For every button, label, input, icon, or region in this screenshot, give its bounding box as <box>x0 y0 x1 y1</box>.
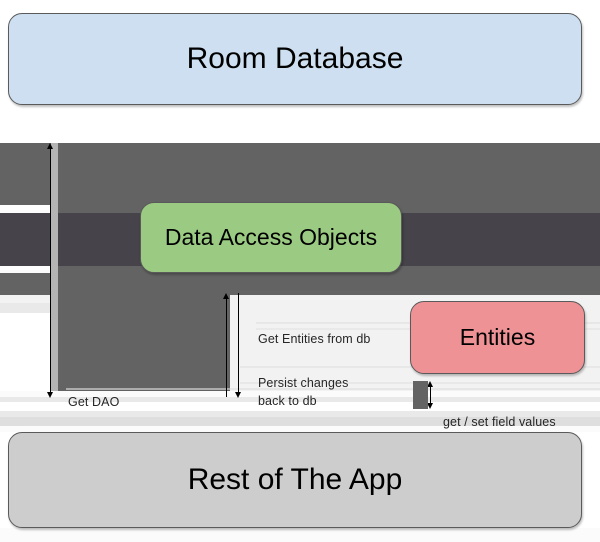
edge-label-get-dao: Get DAO <box>68 376 119 412</box>
edge-label-persist-changes-back-to-db: Persist changes back to db <box>258 357 348 410</box>
render-artifact-band <box>0 313 56 423</box>
node-room-database-label: Room Database <box>186 41 404 75</box>
edge-label-get-entities-from-db: Get Entities from db <box>258 313 370 349</box>
render-artifact-column <box>51 143 58 399</box>
node-room-database[interactable]: Room Database <box>8 13 582 105</box>
render-artifact-band <box>0 528 600 542</box>
arrow-down-icon <box>234 392 241 398</box>
node-data-access-objects[interactable]: Data Access Objects <box>140 202 402 273</box>
node-rest-of-the-app[interactable]: Rest of The App <box>8 432 582 528</box>
arrow-up-icon <box>46 143 53 149</box>
edge-label-text: Persist changes back to db <box>258 375 349 408</box>
render-artifact-band <box>0 143 600 205</box>
arrow-up-icon <box>222 293 229 299</box>
node-entities-label: Entities <box>459 324 536 351</box>
edge-label-text: Get Entities from db <box>258 331 371 346</box>
edge-label-get-set-field-values: get / set field values <box>443 396 556 432</box>
render-artifact-band <box>0 303 56 313</box>
edge-label-text: Get DAO <box>68 394 120 409</box>
arrow-up-icon <box>426 381 433 387</box>
arrow-down-icon <box>46 392 53 398</box>
node-rest-of-the-app-label: Rest of The App <box>187 462 403 496</box>
node-entities[interactable]: Entities <box>410 301 585 374</box>
edge-label-text: get / set field values <box>443 414 556 429</box>
node-data-access-objects-label: Data Access Objects <box>164 224 378 251</box>
arrow-down-icon <box>426 403 433 409</box>
render-artifact-block <box>413 381 428 409</box>
render-artifact-band <box>0 273 600 295</box>
